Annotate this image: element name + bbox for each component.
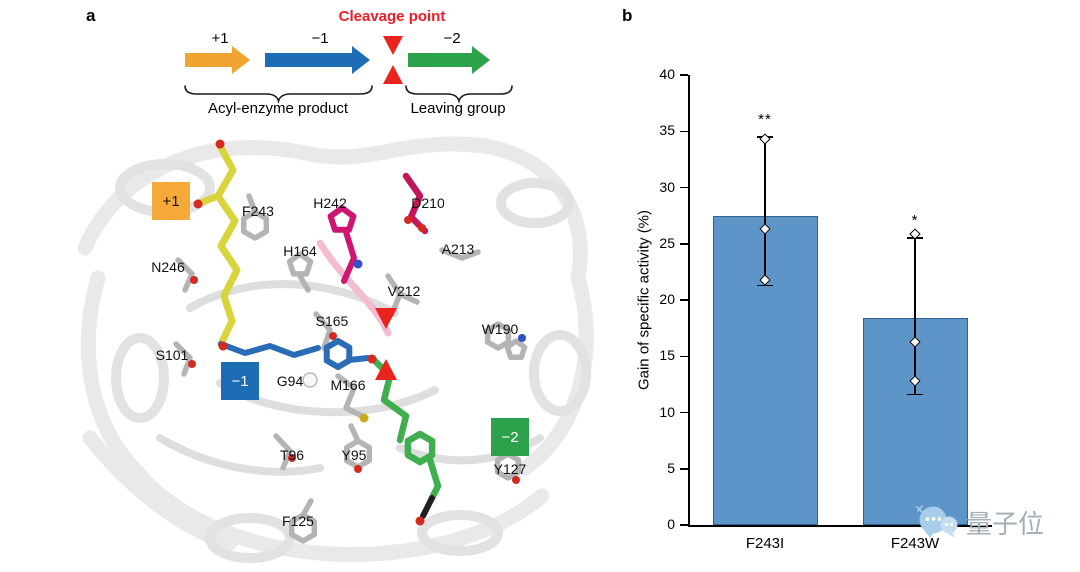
panel-b-label: b xyxy=(622,6,633,25)
h242-magenta-stick xyxy=(327,205,357,284)
site-box-minus1: −1 xyxy=(221,362,259,400)
residue-label-t96: T96 xyxy=(279,447,305,463)
y-tick xyxy=(680,524,688,526)
substrate-scheme-arrows xyxy=(185,36,490,84)
cleavage-arrowhead-icons-structure xyxy=(375,308,397,380)
site-box-minus1-label: −1 xyxy=(231,372,249,390)
y-tick-label: 30 xyxy=(659,178,675,195)
y-axis-line xyxy=(688,75,690,525)
minus2-arrow-label: −2 xyxy=(443,30,461,47)
y-tick-label: 20 xyxy=(659,291,675,307)
qbitai-wechat-icon xyxy=(916,505,958,538)
y-tick xyxy=(680,468,688,470)
error-bar-line xyxy=(764,136,766,286)
residue-label-y95: Y95 xyxy=(341,447,367,463)
x-tick-label-F243I: F243I xyxy=(745,535,785,552)
residue-label-a213: A213 xyxy=(441,241,475,257)
y-tick-label: 10 xyxy=(659,403,675,420)
y-tick-label: 40 xyxy=(659,66,675,82)
plot-area: 0 5 10 15 20 25 30 35 40 ** F243I * F243W xyxy=(630,60,1080,572)
acyl-enzyme-product-label: Acyl-enzyme product xyxy=(207,100,349,117)
site-box-plus1: +1 xyxy=(152,182,190,220)
y-tick xyxy=(680,186,688,189)
y-tick xyxy=(680,299,688,301)
residue-label-m166: M166 xyxy=(330,377,366,393)
oxygen-atom-dots xyxy=(188,139,520,526)
residue-label-d210: D210 xyxy=(411,195,445,211)
water-sphere xyxy=(302,372,318,388)
residue-label-y127: Y127 xyxy=(493,461,527,477)
y-tick-label: 35 xyxy=(659,122,675,139)
significance-label: ** xyxy=(758,110,772,128)
site-box-minus2: −2 xyxy=(491,418,529,456)
acyl-enzyme-brace xyxy=(184,85,373,104)
plus1-yellow-stick xyxy=(196,142,241,348)
residue-label-f125: F125 xyxy=(282,513,314,529)
watermark-text: 量子位 xyxy=(966,508,1045,539)
plus1-arrow-label: +1 xyxy=(211,30,229,47)
error-bar-cap-bottom xyxy=(907,393,923,396)
cleavage-point-label: Cleavage point xyxy=(338,8,446,25)
scheme-braces xyxy=(184,85,513,104)
panel-a-label: a xyxy=(86,6,96,25)
y-tick xyxy=(680,130,688,132)
residue-label-s165: S165 xyxy=(315,313,349,329)
y-tick xyxy=(680,355,688,357)
plus1-block-arrow xyxy=(185,46,250,74)
minus1-blue-stick xyxy=(218,338,371,370)
site-box-plus1-label: +1 xyxy=(162,192,180,210)
y-tick-label: 5 xyxy=(667,459,675,476)
leaving-group-label: Leaving group xyxy=(410,100,506,117)
y-tick xyxy=(680,243,688,245)
nitrogen-atom-dots xyxy=(353,259,526,342)
y-tick xyxy=(680,411,688,414)
watermark: 量子位 xyxy=(914,502,1044,542)
black-stick-tail xyxy=(420,495,435,519)
grey-residue-sticks xyxy=(173,193,528,544)
residue-label-s101: S101 xyxy=(155,347,189,363)
residue-label-f243: F243 xyxy=(242,203,274,219)
minus1-arrow-label: −1 xyxy=(311,30,329,47)
residue-label-w190: W190 xyxy=(481,321,519,337)
y-tick-label: 25 xyxy=(659,234,675,251)
y-tick xyxy=(680,74,688,76)
site-box-minus2-label: −2 xyxy=(501,428,519,446)
residue-label-h242: H242 xyxy=(313,195,347,211)
x-tick-label-F243W: F243W xyxy=(890,535,940,552)
minus1-block-arrow xyxy=(265,46,370,74)
d210-crimson-stick xyxy=(402,172,429,235)
leaving-group-brace xyxy=(405,85,513,104)
x-axis-line xyxy=(688,525,992,527)
minus2-block-arrow xyxy=(408,46,490,74)
protein-structure-illustration xyxy=(77,136,594,563)
y-tick-label: 0 xyxy=(667,516,675,532)
residue-label-g94: G94 xyxy=(276,373,304,389)
residue-label-h164: H164 xyxy=(283,243,317,259)
sulfur-atom-dot xyxy=(359,413,369,423)
residue-label-n246: N246 xyxy=(151,259,185,275)
significance-label: * xyxy=(911,212,919,230)
error-bar-line xyxy=(914,238,916,395)
y-tick-label: 15 xyxy=(659,347,675,364)
cleavage-arrowhead-icons xyxy=(383,36,403,84)
residue-label-v212: V212 xyxy=(387,283,421,299)
